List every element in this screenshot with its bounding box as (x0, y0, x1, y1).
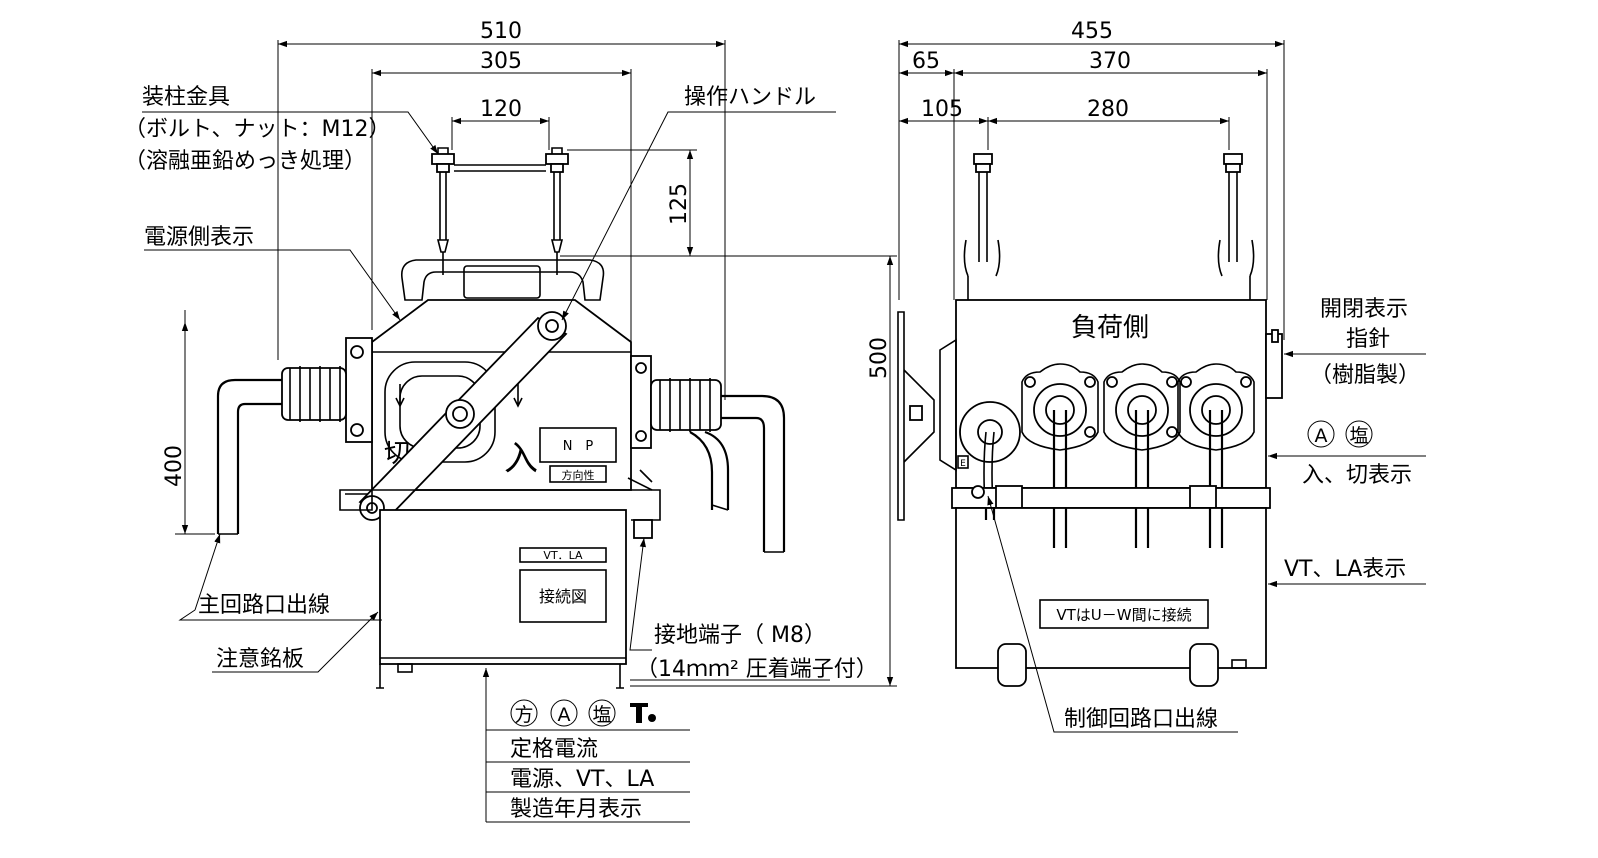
e-mark: E (960, 459, 966, 469)
dim-125: 125 (667, 183, 692, 225)
label-ground-2: （14ｍｍ² 圧着端子付） (636, 657, 878, 682)
dim-120: 120 (480, 97, 522, 122)
dim-510: 510 (480, 19, 522, 44)
symbol-a-right: A (1315, 425, 1328, 447)
dim-500: 500 (867, 337, 892, 379)
dim-400: 400 (162, 445, 187, 487)
load-side-mark: 負荷側 (1071, 313, 1149, 343)
symbol-en: 塩 (592, 704, 611, 726)
label-pole-fitting-2: （ボルト、ナット：M12） (124, 117, 391, 142)
dim-370: 370 (1089, 49, 1131, 74)
label-control-lead: 制御回路口出線 (1064, 707, 1218, 732)
hou-circle-icon (510, 699, 538, 727)
vt-note-mark: VTはU－W間に接続 (1056, 606, 1191, 624)
label-pole-fitting-1: 装柱金具 (142, 85, 230, 110)
iri-mark: 入 (504, 439, 538, 479)
a-circle-icon-right (1307, 420, 1335, 448)
pole-bolts (431, 147, 569, 275)
dim-65: 65 (912, 49, 940, 74)
side-view: 切 入 N P 方向性 VT．LA 接続図 (216, 147, 786, 689)
label-pole-fitting-3: （溶融亜鉛めっき処理） (124, 149, 366, 174)
operating-handle (358, 311, 568, 521)
symbol-en-right: 塩 (1349, 425, 1368, 447)
front-base (955, 507, 1267, 669)
label-open-close-1: 開閉表示 (1320, 297, 1408, 322)
right-dimensions: 455 65 370 105 280 (898, 19, 1285, 340)
label-vt-la-display: VT、LA表示 (1284, 557, 1406, 582)
label-source-side: 電源側表示 (144, 225, 254, 250)
base-frame (379, 509, 627, 665)
left-bushing (216, 337, 373, 535)
en-circle-icon (588, 699, 616, 727)
dim-455: 455 (1071, 19, 1113, 44)
label-main-lead: 主回路口出線 (198, 593, 330, 618)
en-circle-icon-right (1345, 420, 1373, 448)
right-bushing (630, 355, 786, 553)
label-on-off: 入、切表示 (1302, 463, 1412, 488)
label-open-close-3: （樹脂製） (1310, 363, 1420, 388)
label-manufacture: 製造年月表示 (510, 797, 642, 822)
left-callouts: 装柱金具 （ボルト、ナット：M12） （溶融亜鉛めっき処理） 電源側表示 操作ハ… (124, 85, 878, 823)
label-caution-plate: 注意銘板 (216, 647, 304, 672)
dim-305: 305 (480, 49, 522, 74)
maker-logo-icon (630, 703, 656, 723)
front-view: 負荷側 E (897, 153, 1283, 687)
label-source-vt-la: 電源、VT、LA (510, 767, 654, 792)
front-bushings (959, 363, 1255, 549)
np-mark: N P (563, 439, 594, 454)
left-dimensions: 510 305 120 125 400 500 (162, 19, 897, 687)
symbol-a: A (558, 704, 571, 726)
right-callouts: 開閉表示 指針 （樹脂製） A 塩 入、切表示 VT、LA表示 制御回路口出線 (987, 297, 1426, 733)
label-ground-1: 接地端子（ M8） (654, 623, 826, 648)
dim-280: 280 (1087, 97, 1129, 122)
direction-mark: 方向性 (562, 468, 595, 482)
label-open-close-2: 指針 (1346, 327, 1390, 352)
dim-105: 105 (921, 97, 963, 122)
connection-diagram-mark: 接続図 (539, 587, 587, 606)
hanging-bracket (400, 259, 605, 301)
label-rated-current: 定格電流 (510, 737, 598, 762)
symbol-hou: 方 (514, 704, 533, 726)
a-circle-icon (550, 699, 578, 727)
vt-la-mark: VT．LA (543, 549, 583, 562)
label-handle: 操作ハンドル (684, 85, 816, 110)
